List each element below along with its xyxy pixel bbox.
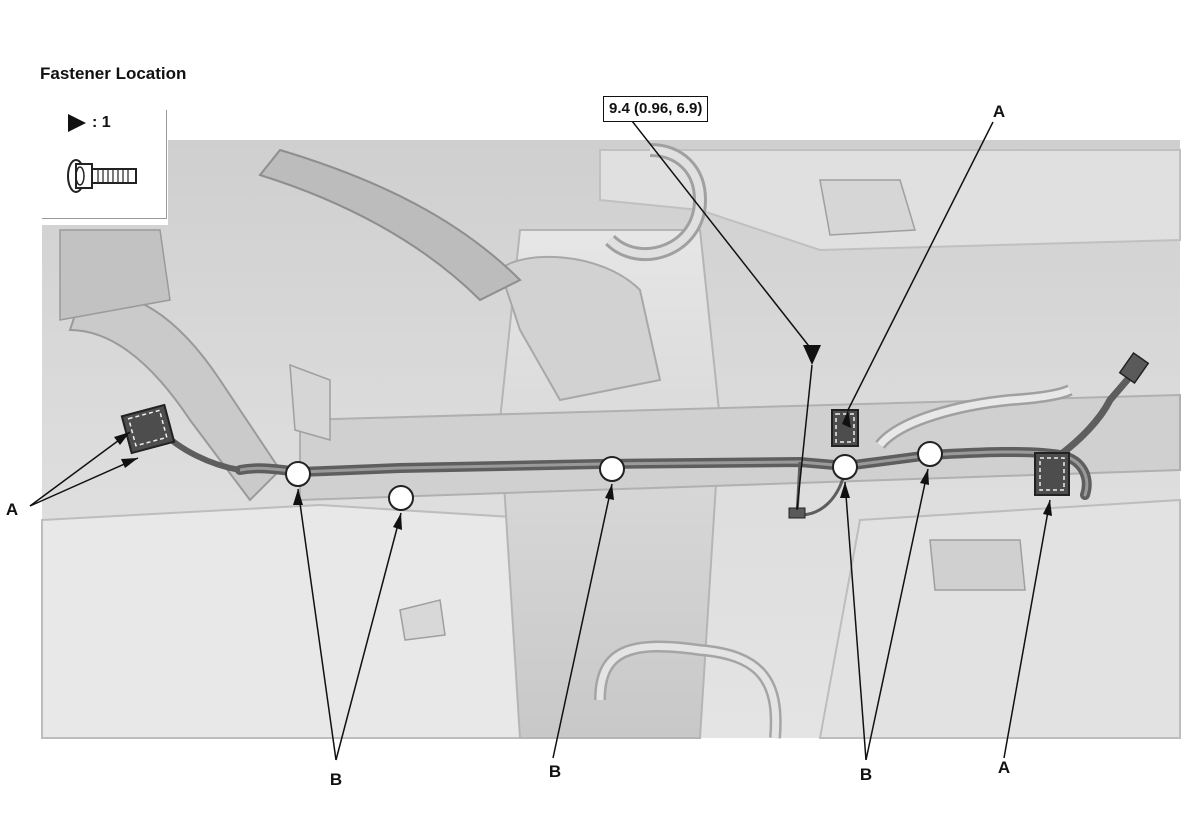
callout-b-center: B: [548, 762, 562, 781]
clip-marker-3: [599, 456, 625, 482]
callout-a-left: A: [5, 500, 19, 519]
clip-marker-4: [832, 454, 858, 480]
page-title: Fastener Location: [40, 64, 187, 83]
connector-left: [120, 403, 176, 455]
callout-a-bottom-right: A: [997, 758, 1011, 777]
legend-count: : 1: [92, 114, 111, 131]
arrowheads: [114, 410, 1052, 530]
floor-pan-right: [818, 498, 1181, 739]
connector-bottom-right: [1034, 452, 1070, 496]
clip-marker-1: [285, 461, 311, 487]
bracket-top-right: [819, 179, 916, 236]
callout-b-right: B: [859, 765, 873, 784]
wire-harness-highlight: [238, 450, 1089, 497]
harness-branch-right: [1057, 362, 1143, 458]
brake-line-lower-inner: [596, 643, 780, 739]
clip-marker-2: [388, 485, 414, 511]
bracket-mid-left: [289, 363, 331, 441]
callout-b-left: B: [329, 770, 343, 789]
fastener-legend: : 1: [42, 110, 167, 219]
callout-a-top-right: A: [992, 102, 1006, 121]
bracket-lower-right: [929, 539, 1026, 591]
connector-top-right: [831, 409, 859, 447]
fastener-marker-icon: [803, 345, 821, 365]
harness-end-connector: [1118, 351, 1150, 385]
leader-lines: [29, 120, 1051, 761]
bracket-lower-left: [399, 599, 446, 641]
torque-spec: 9.4 (0.96, 6.9): [603, 96, 709, 122]
clip-marker-5: [917, 441, 943, 467]
left-pipe: [258, 148, 522, 302]
tunnel-bracket: [498, 255, 662, 402]
flange-bolt-icon: [67, 159, 137, 193]
bent-pipe-inner: [607, 146, 705, 259]
triangle-marker-icon: [68, 114, 86, 132]
right-pipe-inner: [877, 386, 1072, 448]
floor-pan: [41, 503, 561, 739]
left-mount: [59, 229, 171, 321]
